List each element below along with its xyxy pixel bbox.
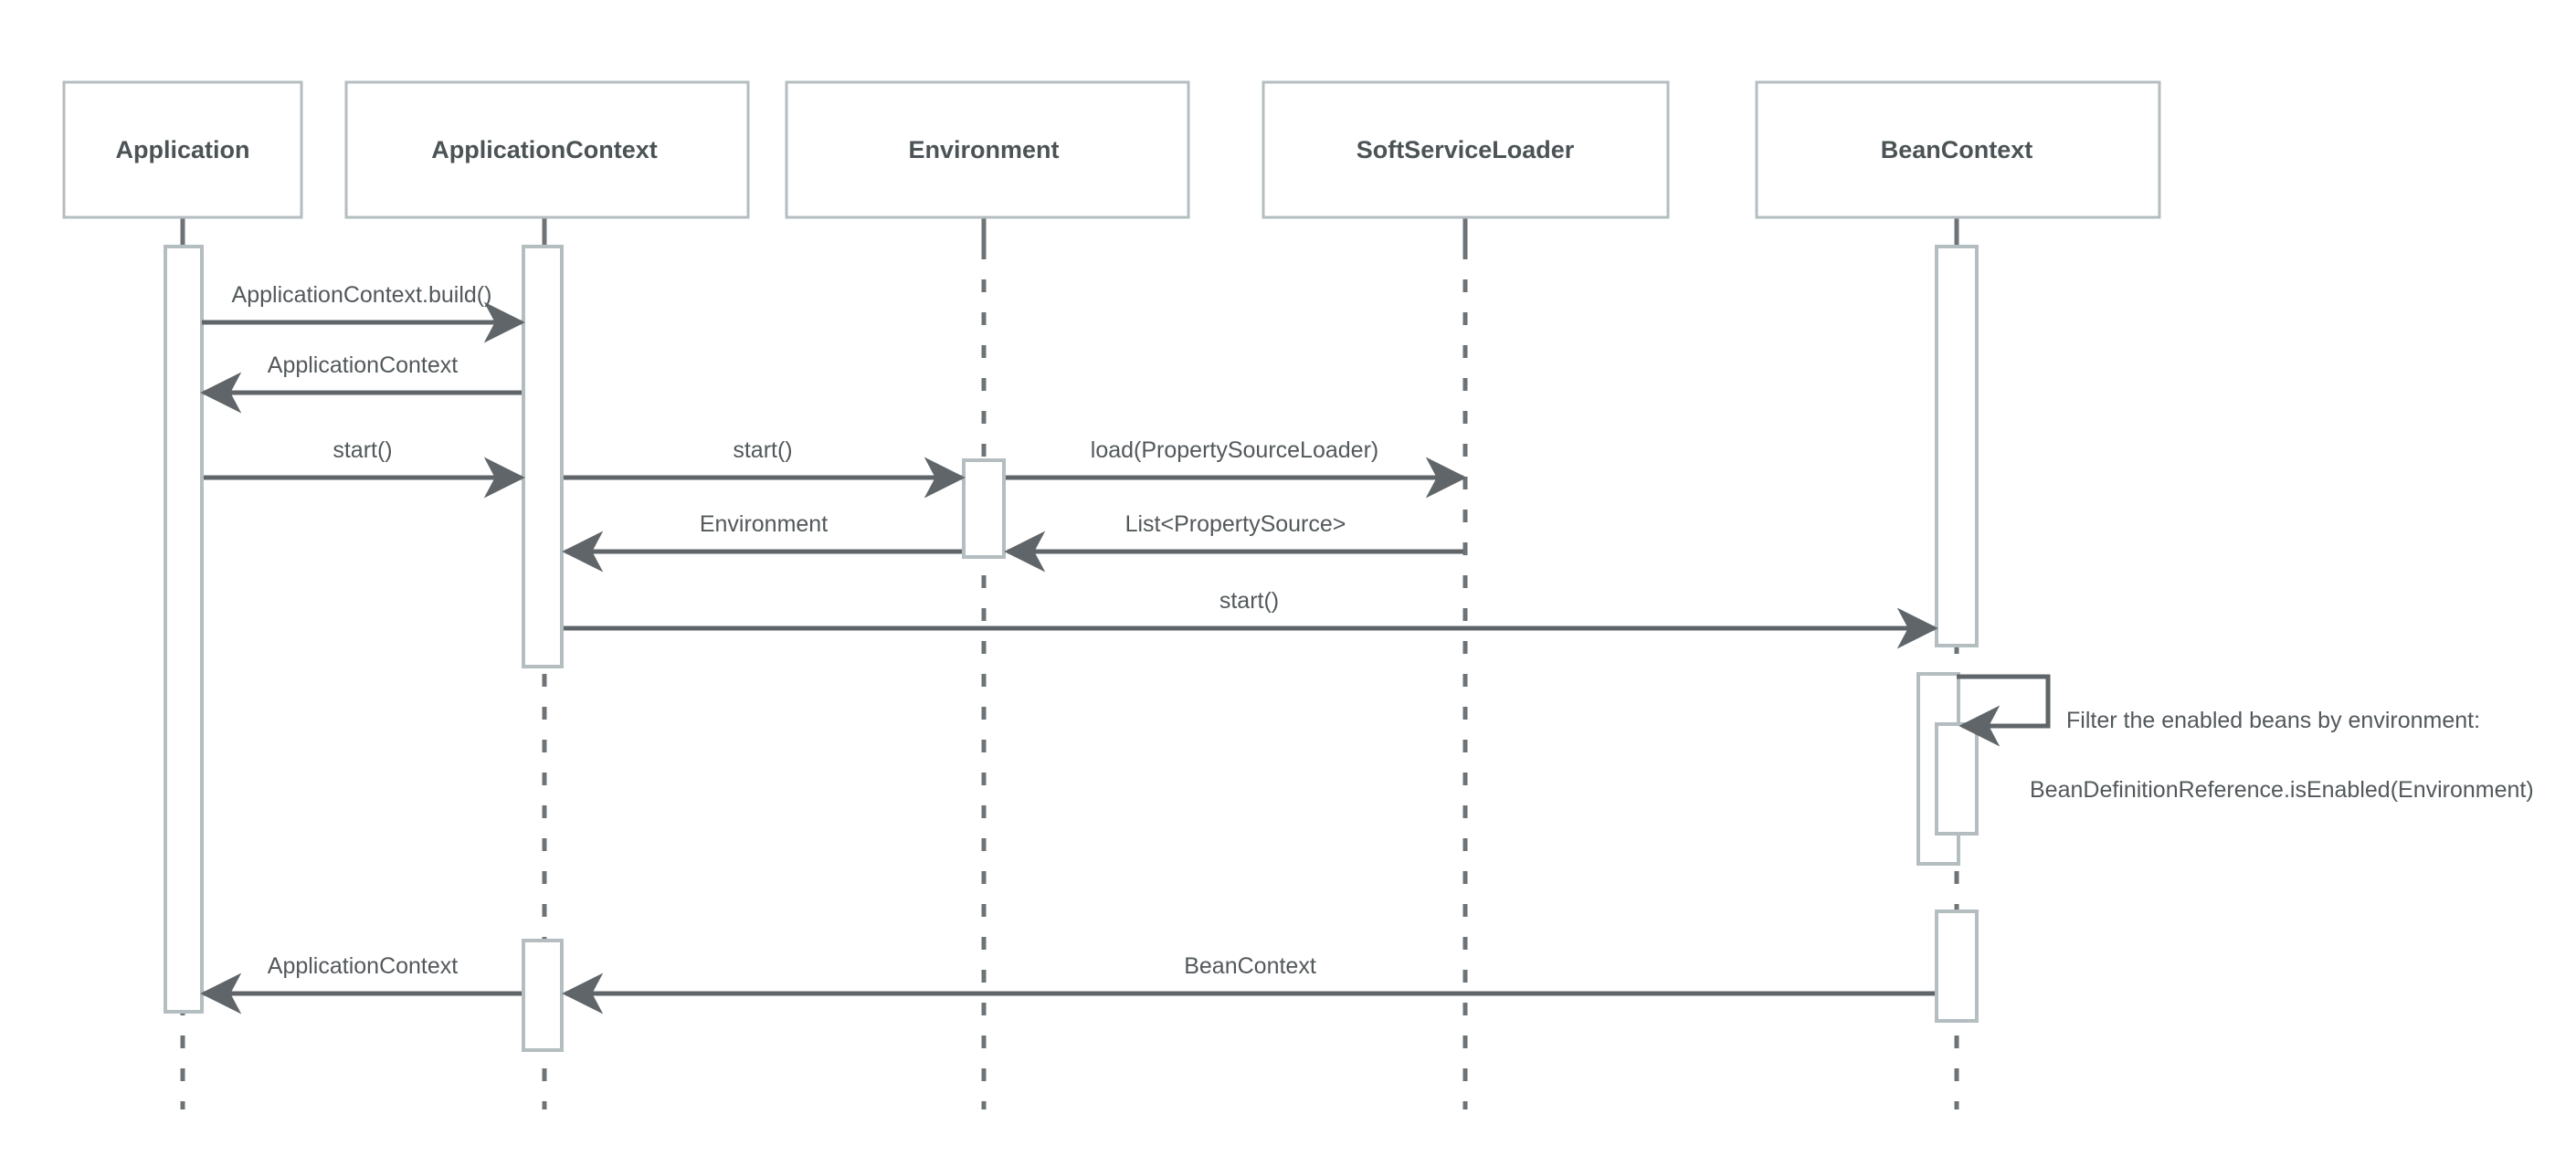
message-label-m2: ApplicationContext — [268, 352, 459, 378]
message-m5[interactable]: load(PropertySourceLoader) — [1006, 437, 1467, 499]
activation-bar-beancontext[interactable] — [1935, 722, 1979, 836]
participant-box-application[interactable] — [62, 80, 303, 219]
self-message-note-line-2: BeanDefinitionReference.isEnabled(Enviro… — [2030, 777, 2534, 803]
activation-bar-applicationcontext[interactable] — [522, 939, 564, 1052]
message-m7[interactable]: List<PropertySource> — [1004, 511, 1463, 573]
message-m8[interactable]: start() — [564, 588, 1938, 649]
activation-bar-beancontext[interactable] — [1935, 245, 1979, 647]
message-m1[interactable]: ApplicationContext.build() — [202, 282, 525, 343]
message-m4[interactable]: start() — [564, 437, 966, 499]
message-label-m7: List<PropertySource> — [1125, 511, 1346, 537]
message-label-m9: ApplicationContext — [268, 953, 459, 979]
activation-bar-application[interactable] — [164, 245, 204, 1014]
message-m10[interactable]: BeanContext — [562, 953, 1935, 1015]
participant-label-environment: Environment — [908, 136, 1059, 163]
participant-box-beancontext[interactable] — [1755, 80, 2161, 219]
self-message-note-line-1: Filter the enabled beans by environment: — [2066, 708, 2480, 733]
participant-box-applicationcontext[interactable] — [344, 80, 750, 219]
participant-label-beancontext: BeanContext — [1881, 136, 2033, 163]
message-m6[interactable]: Environment — [562, 511, 962, 573]
participant-label-softserviceloader: SoftServiceLoader — [1357, 136, 1575, 163]
message-label-m10: BeanContext — [1184, 953, 1316, 979]
message-m9[interactable]: ApplicationContext — [200, 953, 522, 1015]
activation-bars-group — [164, 245, 1979, 1052]
message-label-m8: start() — [1219, 588, 1279, 614]
self-message-group: Filter the enabled beans by environment:… — [1957, 674, 2534, 803]
message-m2[interactable]: ApplicationContext — [200, 352, 522, 414]
message-label-m5: load(PropertySourceLoader) — [1091, 437, 1378, 463]
participant-boxes-group: Application ApplicationContext Environment… — [62, 80, 2161, 219]
self-message-arrow[interactable] — [1957, 674, 2051, 747]
message-label-m3: start() — [333, 437, 392, 463]
message-m3[interactable]: start() — [204, 437, 525, 499]
activation-bar-environment[interactable] — [962, 458, 1006, 559]
messages-group: ApplicationContext.build() ApplicationCon… — [200, 282, 1938, 1015]
message-label-m4: start() — [733, 437, 792, 463]
participant-label-application: Application — [116, 136, 250, 163]
participant-box-softserviceloader[interactable] — [1262, 80, 1670, 219]
message-label-m6: Environment — [700, 511, 828, 537]
activation-bar-beancontext[interactable] — [1935, 909, 1979, 1023]
activation-bar-applicationcontext[interactable] — [522, 245, 564, 668]
participant-label-applicationcontext: ApplicationContext — [431, 136, 658, 163]
participant-box-environment[interactable] — [785, 80, 1190, 219]
message-label-m1: ApplicationContext.build() — [232, 282, 492, 308]
